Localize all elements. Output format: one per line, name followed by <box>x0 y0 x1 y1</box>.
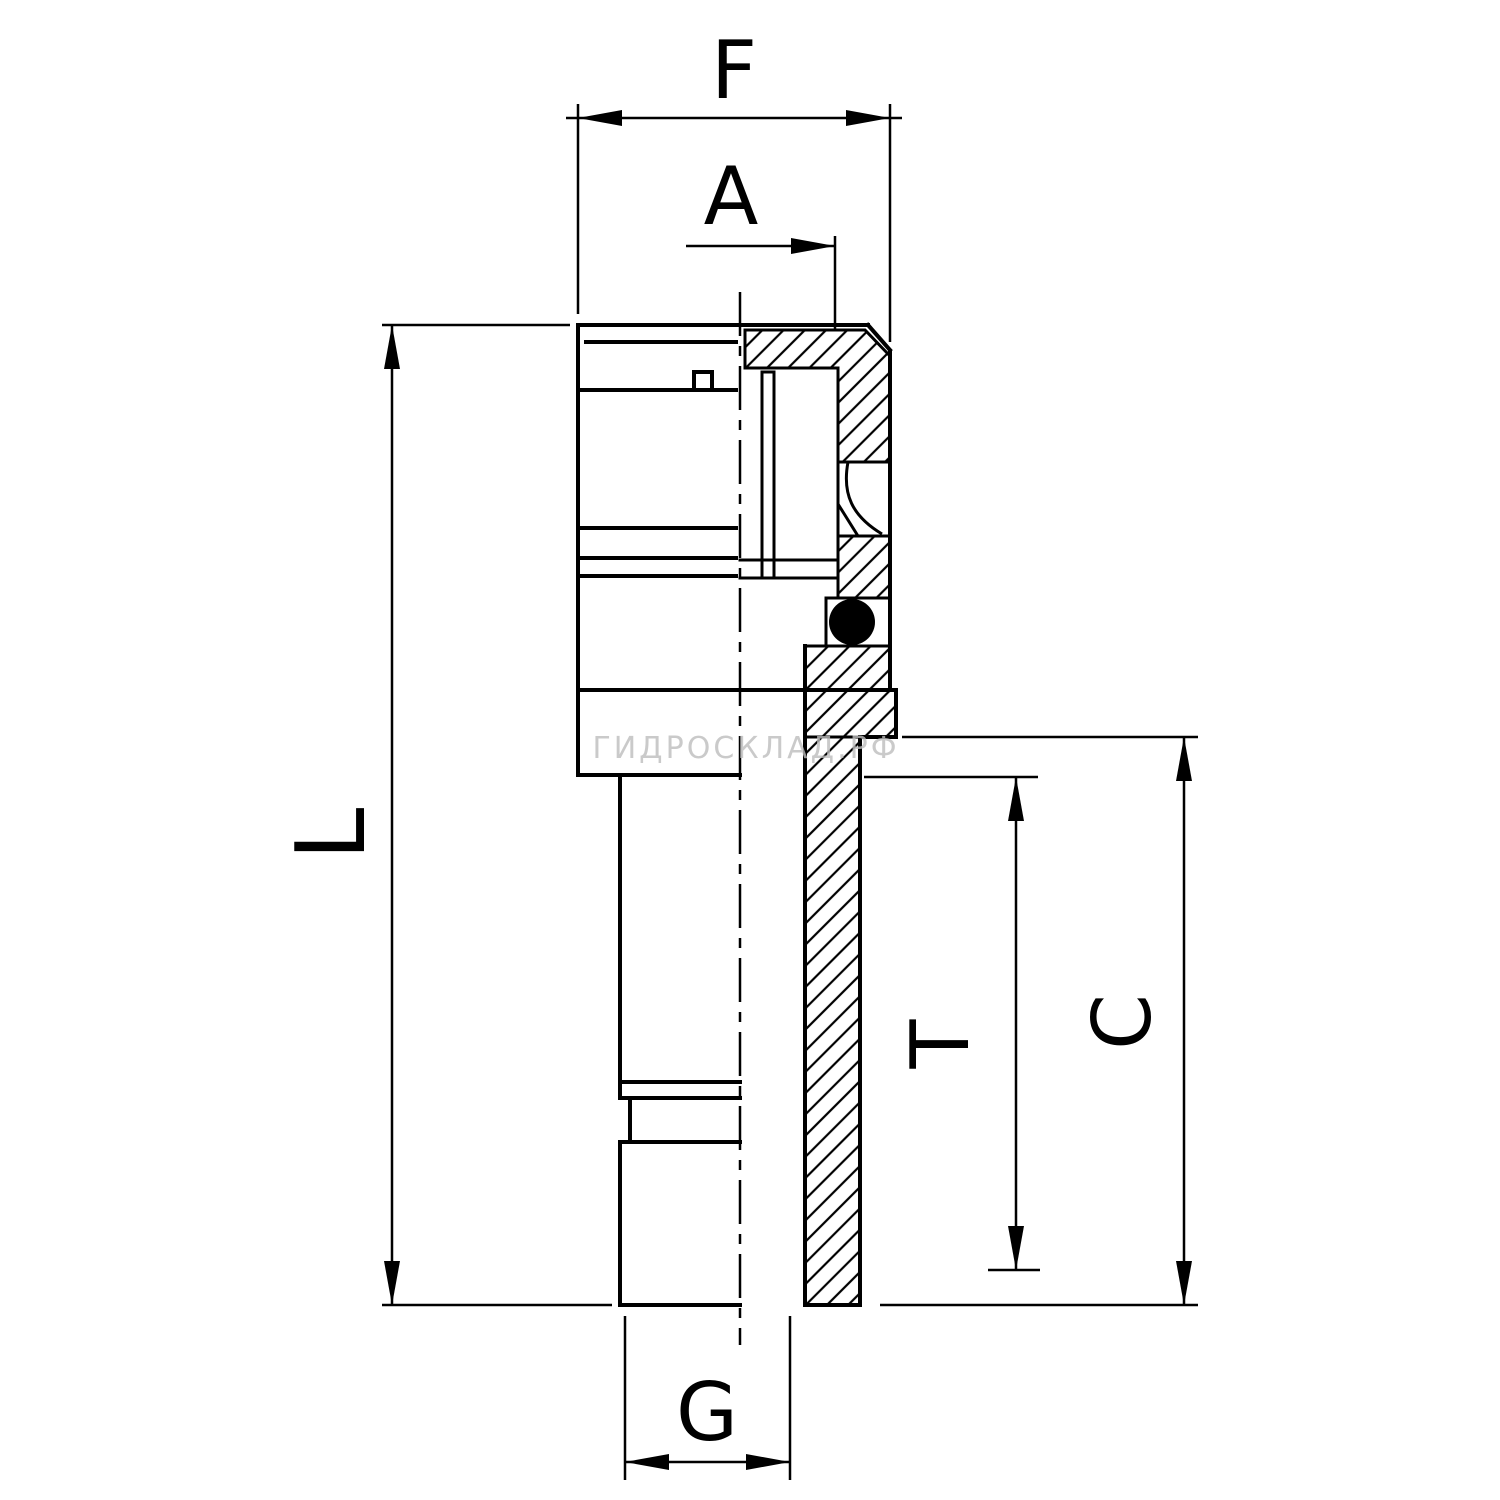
collet-claw <box>836 460 892 538</box>
dimension-a <box>686 236 837 330</box>
dim-label-a: A <box>704 150 759 243</box>
dimension-g <box>623 1316 792 1480</box>
dimension-t <box>864 775 1040 1272</box>
dim-label-l: L <box>277 807 387 860</box>
arrow-f-right <box>846 110 890 126</box>
dim-label-t: T <box>894 1018 987 1069</box>
dim-label-c: C <box>1076 994 1169 1050</box>
arrow-l-bottom <box>384 1261 400 1305</box>
arrow-c-top <box>1176 737 1192 781</box>
dim-label-f: F <box>711 24 757 117</box>
arrow-t-top <box>1008 777 1024 821</box>
dimension-f <box>566 104 902 342</box>
watermark: ГИДРОСКЛАД.РФ <box>592 731 899 766</box>
arrow-g-left <box>625 1454 669 1470</box>
stem-wall-section <box>803 735 862 1307</box>
o-ring-groove <box>824 596 892 648</box>
cap-lower-wall-section <box>836 534 892 600</box>
dimension-l <box>382 323 612 1307</box>
arrow-l-top <box>384 325 400 369</box>
arrow-a-right <box>791 238 835 254</box>
arrow-c-bottom <box>1176 1261 1192 1305</box>
dim-label-g: G <box>676 1366 738 1459</box>
arrow-f-left <box>578 110 622 126</box>
o-ring <box>829 599 875 645</box>
flange-section <box>803 688 898 739</box>
arrow-t-bottom <box>1008 1226 1024 1270</box>
part-outline <box>576 322 898 1307</box>
body-section <box>803 644 892 692</box>
dimension-c <box>880 735 1198 1307</box>
arrow-g-right <box>746 1454 790 1470</box>
